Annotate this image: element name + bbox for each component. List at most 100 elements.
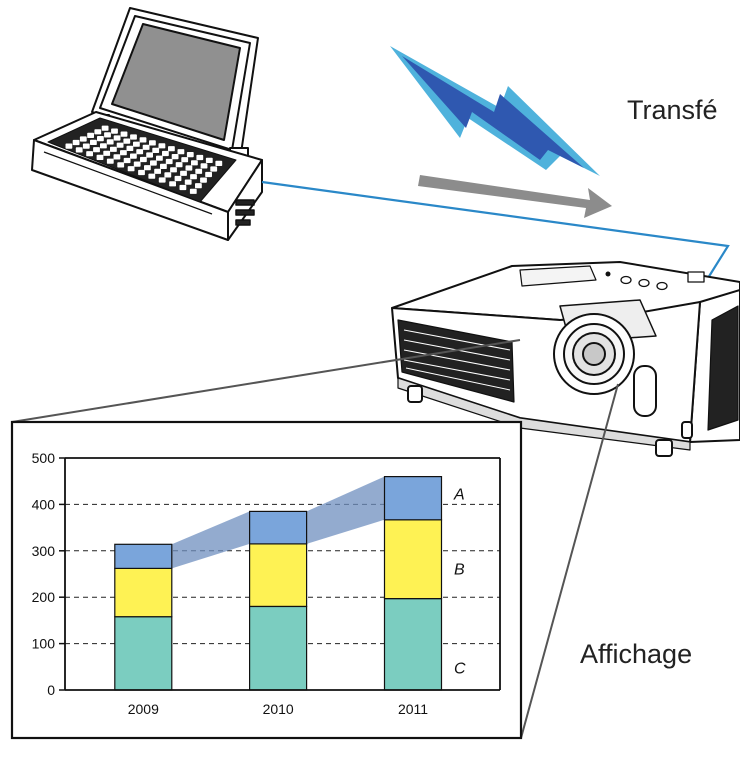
keyboard-key [82,143,90,149]
keyboard-key [130,134,137,140]
keyboard-key [116,142,124,148]
keyboard-key [149,140,156,146]
keyboard-key [164,172,172,178]
x-tick-label: 2011 [398,701,428,717]
keyboard-key [133,161,141,167]
keyboard-key [104,132,111,138]
keyboard-key [117,162,125,168]
keyboard-key [101,125,109,131]
keyboard-key [186,152,194,158]
keyboard-key [175,162,183,168]
keyboard-key [185,165,193,171]
keyboard-key [210,166,218,172]
keyboard-key [184,179,192,185]
keyboard-key [65,143,73,149]
keyboard-key [139,137,147,143]
keyboard-key [87,132,94,138]
keyboard-key [100,143,107,149]
projection-lines [11,339,619,739]
keyboard-key [79,136,87,142]
keyboard-key [93,147,100,153]
y-tick-label: 400 [32,496,56,512]
keyboard-key [126,145,134,151]
keyboard-key [158,177,166,183]
bar-segment-a [249,510,308,545]
keyboard-key [138,169,145,176]
segment-connector [306,476,385,544]
x-tick-label: 2010 [263,701,294,717]
bar-segment-a [383,476,443,521]
keyboard-key [158,143,166,149]
keyboard-key [146,152,153,158]
y-tick-label: 300 [32,543,56,559]
keyboard-key [130,153,137,159]
keyboard-key [181,157,189,163]
keyboard-key [86,151,93,157]
keyboard-key [140,156,147,163]
keyboard-key [142,144,150,150]
keyboard-key [113,135,121,141]
keyboard-key [195,168,203,174]
keyboard-key [195,183,202,189]
segment-label-a: A [453,486,465,503]
keyboard-key [200,177,207,183]
arrow-right-icon [418,175,612,218]
keyboard-key [110,146,117,152]
bar-segment-b [383,519,443,600]
keyboard-key [171,154,179,160]
keyboard-key [106,139,114,145]
keyboard-key [152,147,160,153]
bar-segment-c [383,597,443,691]
keyboard-key [150,160,157,166]
segment-label-c: C [454,660,466,677]
keyboard-key [136,149,144,155]
keyboard-key [120,150,127,156]
keyboard-key [160,163,167,169]
segment-label-b: B [454,561,465,578]
keyboard-key [127,166,135,172]
lightning-bolt-icon [390,46,600,176]
bar-segment-c [114,616,173,691]
segment-connector [171,511,250,569]
keyboard-key [190,174,197,180]
keyboard-key [133,141,140,147]
keyboard-key [111,128,118,134]
keyboard-key [72,139,80,146]
keyboard-key [75,147,83,153]
y-tick-label: 100 [32,636,56,652]
keyboard-key [144,165,151,171]
x-tick-label: 2009 [128,701,159,717]
keyboard-key [123,157,131,164]
keyboard-key [215,160,223,166]
keyboard-key [165,158,173,165]
keyboard-key [94,129,102,135]
keyboard-key [120,131,128,137]
keyboard-key [205,171,212,178]
keyboard-key [170,167,177,173]
keyboard-key [191,160,198,166]
y-tick-label: 200 [32,589,56,605]
projector-icon [391,261,740,457]
keyboard-key [200,163,208,169]
keyboard-key [162,150,169,157]
y-tick-label: 500 [32,450,56,466]
keyboard-key [205,157,213,163]
keyboard-key [180,170,187,176]
keyboard-key [177,149,185,155]
keyboard-key [174,175,182,182]
keyboard-key [168,146,175,152]
bar-segment-c [249,605,308,691]
keyboard-key [189,188,197,194]
keyboard-key [90,139,97,145]
keyboard-key [156,155,163,161]
keyboard-key [97,136,104,142]
bar-segment-b [249,543,308,607]
y-tick-label: 0 [47,682,55,698]
cable-line [261,180,730,279]
laptop-icon [31,7,263,241]
keyboard-key [106,158,114,164]
keyboard-key [113,154,121,160]
keyboard-key [179,184,187,191]
